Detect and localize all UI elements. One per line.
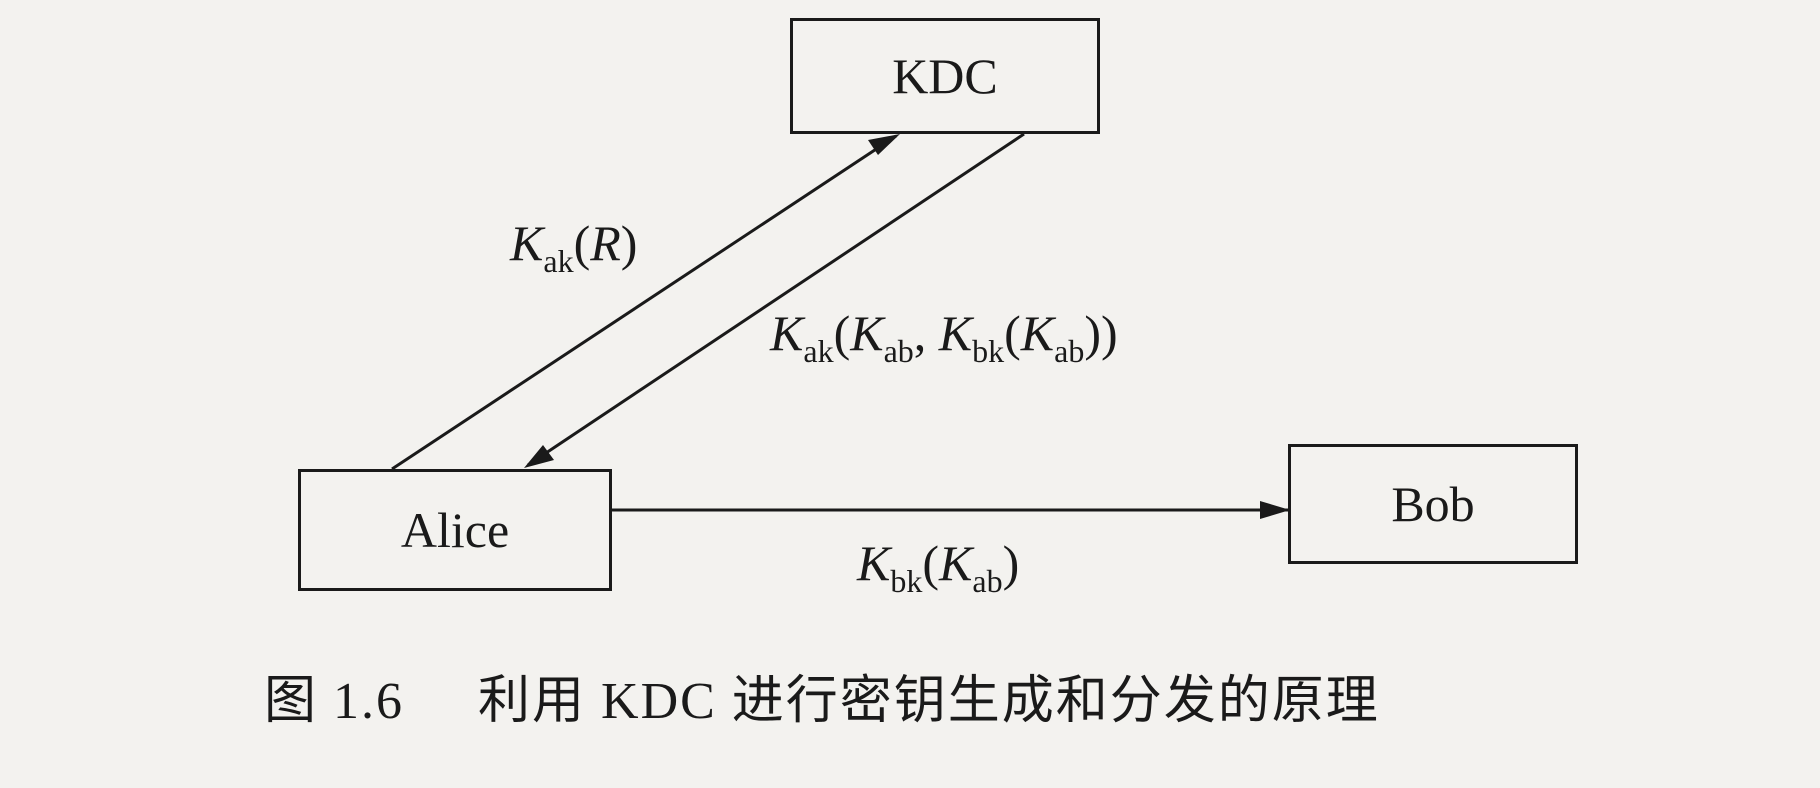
response-bob-key-subscript: bk <box>972 333 1005 369</box>
arrowhead-kdc-to-alice <box>524 445 554 468</box>
response-inner-open-paren: ( <box>1004 305 1021 361</box>
arrowhead-alice-to-bob <box>1260 501 1290 519</box>
response-bob-key: K <box>938 305 973 361</box>
response-close-parens: )) <box>1084 305 1118 361</box>
request-close-paren: ) <box>620 215 638 271</box>
response-key: K <box>770 305 804 361</box>
response-inner-session-key: K <box>1020 305 1055 361</box>
ticket-session-key: K <box>939 535 973 591</box>
ticket-key-subscript: bk <box>890 563 923 599</box>
response-separator: , <box>913 305 939 361</box>
request-key: K <box>510 215 544 271</box>
arrow-kdc-to-alice <box>527 132 1025 467</box>
response-key-subscript: ak <box>803 333 834 369</box>
ticket-key: K <box>857 535 891 591</box>
request-message-label: Kak(R) <box>510 215 638 277</box>
ticket-message-label: Kbk(Kab) <box>857 535 1020 597</box>
arrowhead-alice-to-kdc <box>868 134 900 155</box>
ticket-session-key-subscript: ab <box>972 563 1003 599</box>
arrow-alice-to-kdc <box>391 134 897 471</box>
figure-title: 利用 KDC 进行密钥生成和分发的原理 <box>478 673 1380 730</box>
ticket-open-paren: ( <box>922 535 940 591</box>
response-inner-session-key-subscript: ab <box>1054 333 1085 369</box>
response-session-key-subscript: ab <box>883 333 914 369</box>
bob-label: Bob <box>1391 476 1475 532</box>
alice-label: Alice <box>400 502 510 558</box>
request-open-paren: ( <box>573 215 591 271</box>
bob-node: Bob <box>1288 444 1578 564</box>
figure-caption: 图 1.6 利用 KDC 进行密钥生成和分发的原理 <box>264 676 1380 728</box>
alice-node: Alice <box>298 469 612 591</box>
figure-number: 图 1.6 <box>264 673 405 730</box>
kdc-node: KDC <box>790 18 1100 134</box>
request-key-subscript: ak <box>543 243 574 279</box>
response-message-label: Kak(Kab, Kbk(Kab)) <box>770 305 1118 367</box>
kdc-label: KDC <box>892 48 998 104</box>
response-session-key: K <box>850 305 884 361</box>
response-open-paren: ( <box>833 305 851 361</box>
request-argument: R <box>590 215 621 271</box>
ticket-close-paren: ) <box>1002 535 1020 591</box>
